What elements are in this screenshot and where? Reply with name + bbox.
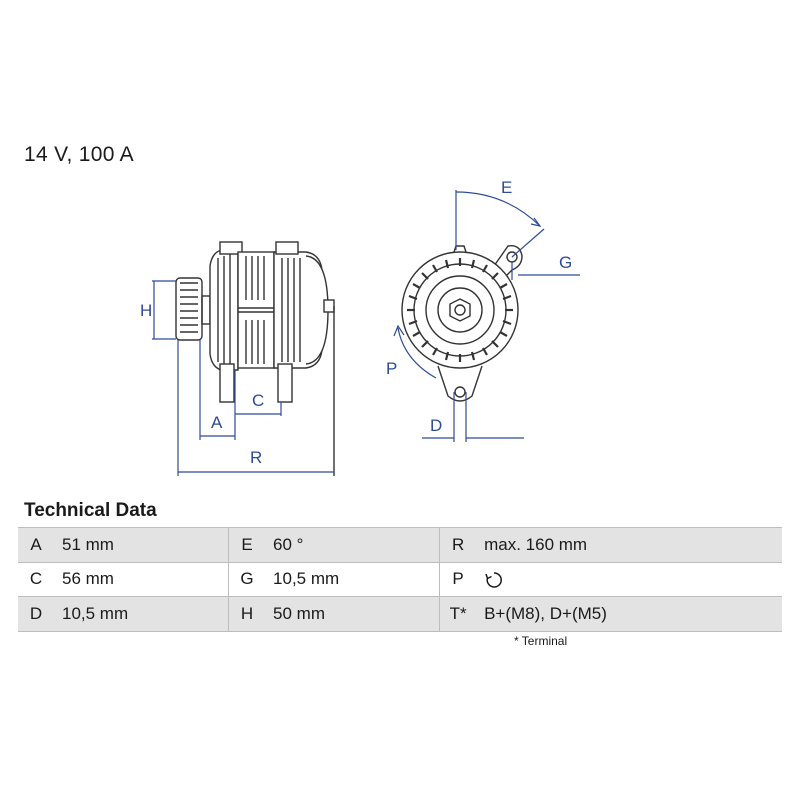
param-key-r: R [439,527,477,563]
param-key-g: G [228,561,266,597]
front-view-dimensions [393,190,580,442]
dimension-label-a: A [211,413,223,432]
dimension-label-e: E [501,178,512,197]
param-value-g: 10,5 mm [265,561,440,597]
technical-data-title: Technical Data [24,500,157,521]
dimension-label-p: P [386,359,397,378]
dimension-label-d: D [430,416,442,435]
param-key-p: P [439,561,477,597]
param-value-h: 50 mm [265,596,440,632]
param-key-t: T* [439,596,477,632]
alternator-technical-drawing: H A C R [140,178,580,476]
alternator-side-view [175,241,335,476]
alternator-front-view [401,245,523,402]
voltage-current-rating: 14 V, 100 A [24,143,134,166]
dimension-label-g: G [559,253,572,272]
dimension-label-r: R [250,448,262,467]
terminal-footnote: * Terminal [514,634,568,648]
table-row: A 51 mm E 60 ° R max. 160 mm [18,527,782,563]
pulley [175,277,211,341]
table-row: C 56 mm G 10,5 mm P [18,561,782,597]
param-value-e: 60 ° [265,527,440,563]
param-key-a: A [18,527,54,563]
technical-data-table: A 51 mm E 60 ° R max. 160 mm C 56 mm G 1… [18,527,782,632]
param-value-p [476,561,782,597]
param-value-t: B+(M8), D+(M5) [476,596,782,632]
ventilation-slots [407,258,513,362]
dimension-label-c: C [252,391,264,410]
rotation-clockwise-icon [485,571,503,588]
param-key-e: E [228,527,266,563]
param-key-h: H [228,596,266,632]
param-value-d: 10,5 mm [54,596,229,632]
param-key-d: D [18,596,54,632]
param-value-a: 51 mm [54,527,229,563]
param-value-c: 56 mm [54,561,229,597]
table-row: D 10,5 mm H 50 mm T* B+(M8), D+(M5) [18,596,782,632]
side-view-dimensions [152,280,334,476]
dimension-label-h: H [140,301,152,320]
param-value-r: max. 160 mm [476,527,782,563]
param-key-c: C [18,561,54,597]
